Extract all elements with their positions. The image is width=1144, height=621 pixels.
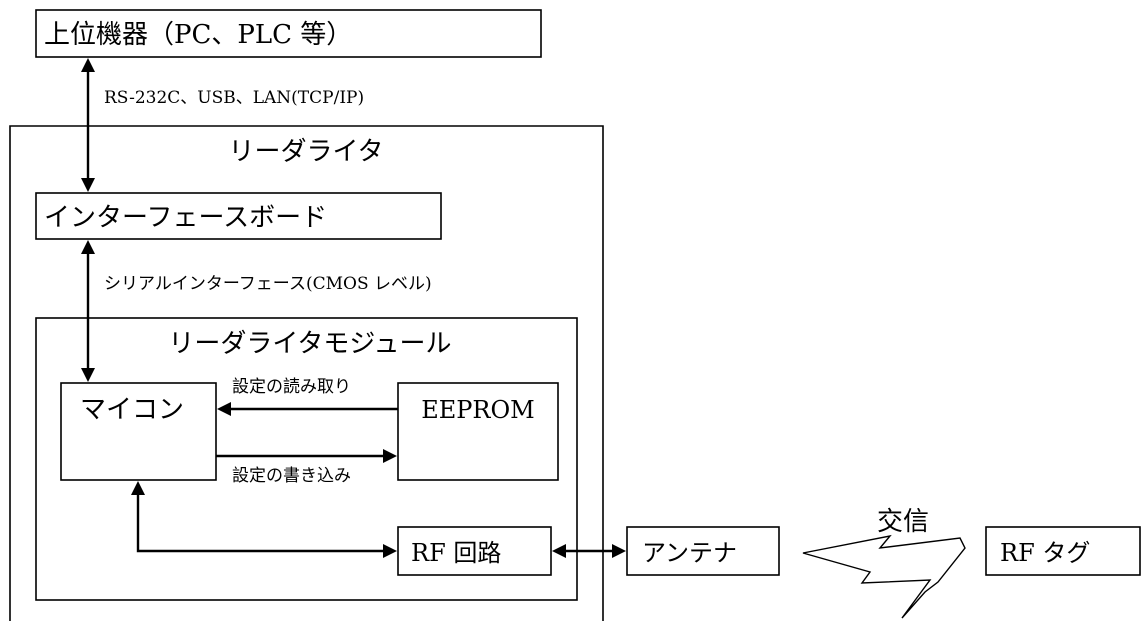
host-link-label: RS-232C、USB、LAN(TCP/IP) [104,88,364,108]
host-interface-connector [81,58,95,192]
wireless-link-icon [802,534,966,619]
interface-board-box: インターフェースボード [35,192,442,240]
read-settings-arrow [217,402,398,416]
write-settings-label: 設定の書き込み [232,466,351,486]
interface-board-label: インターフェースボード [44,203,327,233]
rf-circuit-label: RF 回路 [411,539,501,567]
reader-writer-label: リーダライタ [229,137,384,167]
serial-connector [81,240,95,382]
antenna-label: アンテナ [642,539,737,567]
rf-circuit-box: RF 回路 [397,526,552,576]
eeprom-label: EEPROM [421,396,535,424]
rf-tag-label: RF タグ [1000,539,1090,567]
microcontroller-box: マイコン [60,382,217,481]
antenna-box: アンテナ [626,526,780,576]
reader-writer-enclosure: リーダライタ [9,125,604,621]
rf-antenna-connector [552,544,626,558]
host-device-label: 上位機器（PC、PLC 等） [44,20,352,50]
communication-label: 交信 [877,507,929,537]
write-settings-arrow [216,449,397,463]
host-device-box: 上位機器（PC、PLC 等） [35,9,542,58]
serial-link-label: シリアルインターフェース(CMOS レベル) [104,274,432,294]
reader-writer-module-label: リーダライタモジュール [168,329,451,359]
mcu-rf-connector [131,481,397,558]
eeprom-box: EEPROM [397,382,559,481]
rf-tag-box: RF タグ [985,526,1141,576]
read-settings-label: 設定の読み取り [232,377,351,397]
microcontroller-label: マイコン [80,395,184,425]
